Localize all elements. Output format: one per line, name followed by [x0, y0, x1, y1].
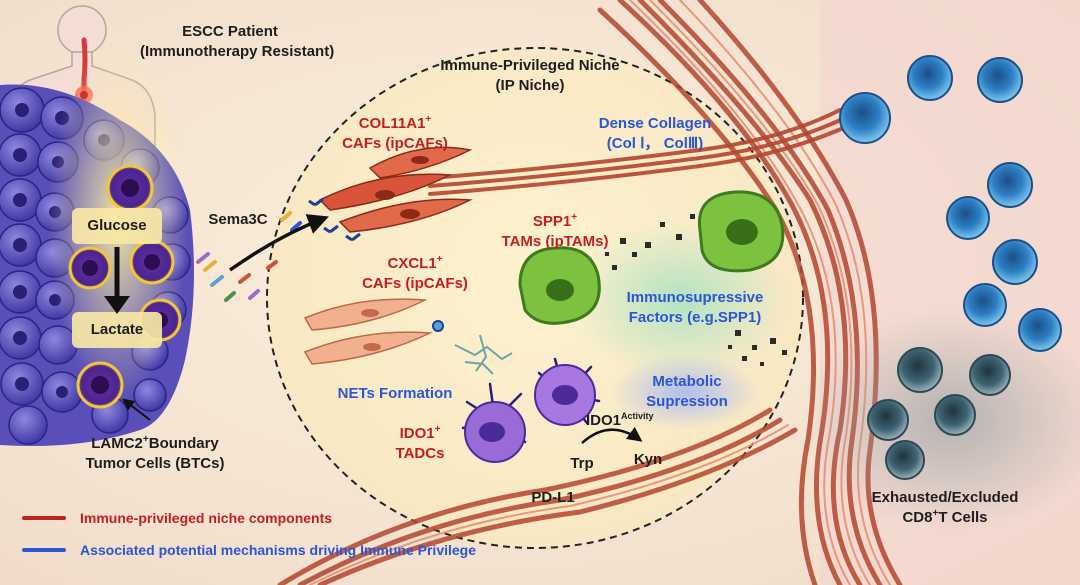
col11a1-cafs [318, 146, 473, 233]
sema3c-label: Sema3C [208, 211, 268, 228]
collagen-fibers [277, 0, 903, 585]
btc-pre: LAMC2 [91, 435, 143, 452]
btc-sup: + [142, 434, 149, 445]
ido1-activity-sup: Activity [621, 411, 654, 421]
legend-label-red: Immune-privileged niche components [80, 510, 333, 526]
ido1-gene: IDO1 [399, 425, 435, 442]
immunosup-line1: Immunosupressive [626, 289, 764, 306]
dense-collagen-line2: (Col Ⅰ， ColⅢ) [606, 135, 704, 152]
lactate-label: Lactate [90, 321, 144, 338]
t-cells-pre: CD8 [902, 509, 933, 526]
ip-niche-title-line2: (IP Niche) [495, 77, 565, 94]
spp1-line2: TAMs (ipTAMs) [501, 233, 609, 250]
sema3c-arrow [228, 214, 329, 272]
ip-niche-title: Immune-Privileged Niche (IP Niche) [420, 56, 640, 96]
t-cells-post: T Cells [938, 509, 988, 526]
ido1-line2: TADCs [395, 445, 445, 462]
t-cells-label: Exhausted/Excluded CD8+T Cells [860, 488, 1030, 528]
trp-label: Trp [570, 455, 594, 472]
col11a1-sup: + [425, 114, 432, 125]
legend-item-red: Immune-privileged niche components [22, 510, 332, 526]
btc-line2: Tumor Cells (BTCs) [85, 455, 225, 472]
spp1-gene: SPP1 [532, 213, 572, 230]
secreted-factors [605, 214, 787, 366]
legend-label-blue: Associated potential mechanisms driving … [80, 542, 477, 558]
t-cells-sup: + [932, 508, 939, 519]
ido1-activity-gene: IDO1 [586, 412, 622, 429]
patient-label-line1: ESCC Patient [182, 23, 278, 40]
cxcl1-cafs [303, 298, 433, 365]
immunosuppressive-factors-label: Immunosupressive Factors (e.g.SPP1) [610, 288, 780, 328]
legend-swatch-blue [22, 548, 66, 552]
ip-niche-title-line1: Immune-Privileged Niche [440, 57, 620, 74]
col11a1-gene: COL11A1 [358, 115, 426, 132]
cxcl1-line2: CAFs (ipCAFs) [362, 275, 468, 292]
immunosup-line2: Factors (e.g.SPP1) [628, 309, 762, 326]
btc-post: Boundary [148, 435, 219, 452]
ido1-activity-label: IDO1Activity [586, 411, 696, 431]
col11a1-line2: CAFs (ipCAFs) [342, 135, 448, 152]
nets-formation-label: NETs Formation [337, 385, 453, 402]
spp1-sup: + [571, 212, 578, 223]
legend-item-blue: Associated potential mechanisms driving … [22, 542, 476, 558]
patient-label-line2: (Immunotherapy Resistant) [140, 43, 335, 60]
cxcl1-gene: CXCL1 [387, 255, 437, 272]
metabolic-line2: Supression [646, 393, 728, 410]
tumor-mass [0, 40, 194, 446]
metabolic-suppression-label: Metabolic Supression [632, 372, 742, 412]
nets-cluster [432, 320, 513, 375]
cxcl1-sup: + [436, 254, 443, 265]
pd-l1-label: PD-L1 [531, 489, 575, 506]
legend-swatch-red [22, 516, 66, 520]
sema3c-molecules [196, 211, 302, 302]
ido1-tadcs-label: IDO1+ TADCs [388, 424, 452, 464]
cxcl1-cafs-label: CXCL1+ CAFs (ipCAFs) [345, 254, 485, 294]
spp1-tams [518, 190, 785, 325]
dense-collagen-label: Dense Collagen (Col Ⅰ， ColⅢ) [570, 114, 740, 154]
kyn-label: Kyn [633, 451, 663, 468]
btc-label: LAMC2+Boundary Tumor Cells (BTCs) [75, 434, 235, 474]
spp1-tams-label: SPP1+ TAMs (ipTAMs) [490, 212, 620, 252]
ido1-tadcs [461, 357, 601, 463]
glucose-label: Glucose [87, 217, 147, 234]
col11a1-cafs-label: COL11A1+ CAFs (ipCAFs) [320, 114, 470, 154]
metabolic-line1: Metabolic [652, 373, 722, 390]
ido1-sup: + [434, 424, 441, 435]
dense-collagen-line1: Dense Collagen [598, 115, 712, 132]
t-cells-line1: Exhausted/Excluded [871, 489, 1019, 506]
patient-label: ESCC Patient (Immunotherapy Resistant) [140, 22, 335, 62]
cd8-t-cells [839, 55, 1062, 480]
